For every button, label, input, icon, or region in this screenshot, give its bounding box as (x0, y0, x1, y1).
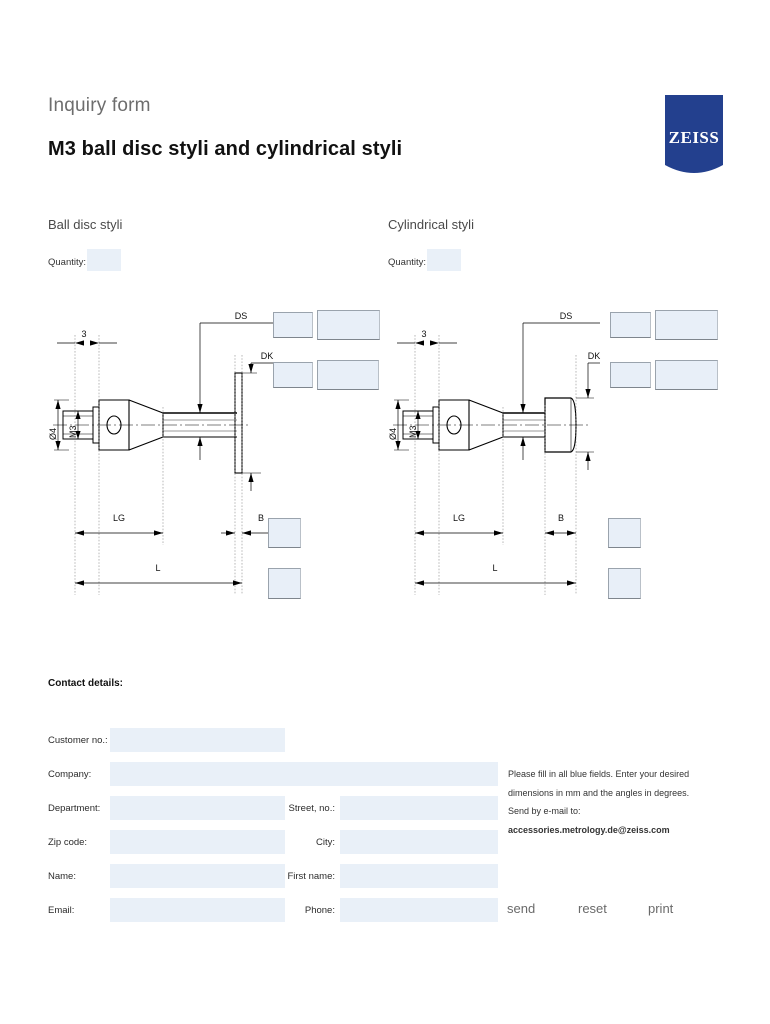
zeiss-logo-text: ZEISS (669, 128, 720, 147)
input-b-value-right[interactable] (608, 518, 641, 548)
page-subtitle: Inquiry form (48, 95, 151, 116)
input-l-value-right[interactable] (608, 568, 641, 599)
input-city[interactable] (340, 830, 498, 854)
input-zip-code[interactable] (110, 830, 285, 854)
dim-label-ds-right: DS (560, 311, 573, 321)
input-dk-tolerance-right[interactable] (655, 360, 718, 390)
quantity-input-ball-disc[interactable] (87, 249, 121, 271)
contact-email-address: accessories.metrology.de@zeiss.com (508, 824, 670, 835)
section-title-cylindrical: Cylindrical styli (388, 217, 474, 232)
contact-details-title: Contact details: (48, 678, 124, 689)
label-email: Email: (48, 905, 75, 916)
input-dk-tolerance-left[interactable] (317, 360, 379, 390)
input-department[interactable] (110, 796, 285, 820)
dim-label-m3: M3 (68, 425, 78, 438)
dim-label-b-right: B (558, 513, 564, 523)
dim-label-l: L (155, 563, 160, 573)
label-name: Name: (48, 871, 76, 882)
input-b-value-left[interactable] (268, 518, 301, 548)
send-button[interactable]: send (507, 901, 536, 916)
dim-label-dk-right: DK (588, 351, 601, 361)
page-title: M3 ball disc styli and cylindrical styli (48, 138, 403, 160)
input-first-name[interactable] (340, 864, 498, 888)
input-ds-value-left[interactable] (273, 312, 313, 338)
drawing-cylindrical-styli: 3 Ø4 M3 DS DK LG B L (385, 295, 730, 605)
dim-label-diameter4-right: Ø4 (388, 428, 398, 440)
dim-label-lg: LG (113, 513, 125, 523)
quantity-input-cylindrical[interactable] (427, 249, 461, 271)
label-first-name: First name: (287, 871, 335, 882)
dim-label-b: B (258, 513, 264, 523)
dim-label-l-right: L (492, 563, 497, 573)
input-phone[interactable] (340, 898, 498, 922)
input-dk-value-right[interactable] (610, 362, 651, 388)
zeiss-logo: ZEISS (665, 95, 723, 183)
dim-label-m3-right: M3 (408, 425, 418, 438)
note-line-3: Send by e-mail to: (508, 806, 581, 816)
input-customer-no[interactable] (110, 728, 285, 752)
reset-button[interactable]: reset (578, 901, 607, 916)
input-company[interactable] (110, 762, 498, 786)
label-street-no: Street, no.: (288, 803, 335, 814)
quantity-label-left: Quantity: (48, 257, 87, 268)
note-line-2: dimensions in mm and the angles in degre… (508, 787, 690, 798)
dim-label-ds: DS (235, 311, 248, 321)
input-ds-value-right[interactable] (610, 312, 651, 338)
input-street-no[interactable] (340, 796, 498, 820)
drawing-ball-disc-styli: 3 Ø4 M3 DS DK LG B L (45, 295, 390, 605)
instructions-note: Please fill in all blue fields. Enter yo… (508, 765, 743, 839)
label-customer-no: Customer no.: (48, 735, 108, 746)
section-title-ball-disc: Ball disc styli (48, 217, 123, 232)
note-line-1: Please fill in all blue fields. Enter yo… (508, 769, 690, 779)
label-zip-code: Zip code: (48, 837, 88, 848)
dim-label-diameter4: Ø4 (48, 428, 58, 440)
quantity-label-right: Quantity: (388, 257, 427, 268)
input-ds-tolerance-left[interactable] (317, 310, 380, 340)
print-button[interactable]: print (648, 901, 674, 916)
dim-label-3: 3 (81, 329, 86, 339)
dim-label-3-right: 3 (421, 329, 426, 339)
label-company: Company: (48, 769, 92, 780)
input-l-value-left[interactable] (268, 568, 301, 599)
input-email[interactable] (110, 898, 285, 922)
label-phone: Phone: (304, 905, 335, 916)
dim-label-lg-right: LG (453, 513, 465, 523)
label-city: City: (316, 837, 335, 848)
dim-label-dk: DK (261, 351, 274, 361)
input-dk-value-left[interactable] (273, 362, 313, 388)
label-department: Department: (48, 803, 101, 814)
input-ds-tolerance-right[interactable] (655, 310, 718, 340)
input-name[interactable] (110, 864, 285, 888)
